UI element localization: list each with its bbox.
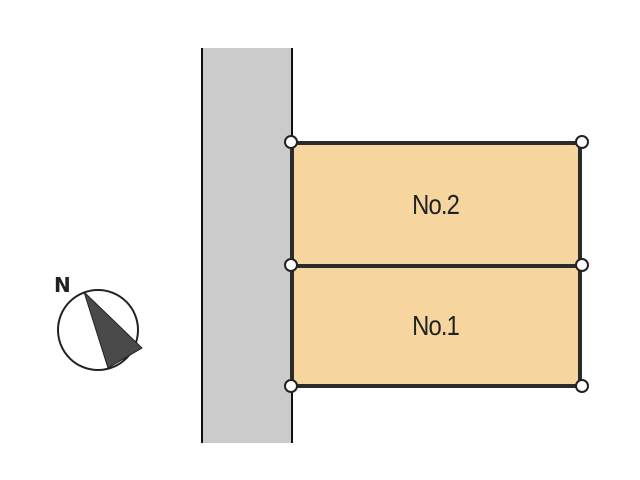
lot-no-2[interactable]: No.2 [290, 141, 582, 268]
boundary-marker [284, 135, 298, 149]
lot-no-1[interactable]: No.1 [290, 264, 582, 388]
compass-icon: N [54, 273, 143, 371]
boundary-marker [284, 258, 298, 272]
boundary-marker [575, 379, 589, 393]
svg-text:N: N [54, 273, 71, 297]
boundary-marker [284, 379, 298, 393]
road [201, 48, 293, 443]
lot-label: No.2 [412, 188, 461, 220]
north-compass: N [50, 268, 150, 388]
boundary-marker [575, 135, 589, 149]
boundary-marker [575, 258, 589, 272]
lot-label: No.1 [412, 310, 461, 341]
